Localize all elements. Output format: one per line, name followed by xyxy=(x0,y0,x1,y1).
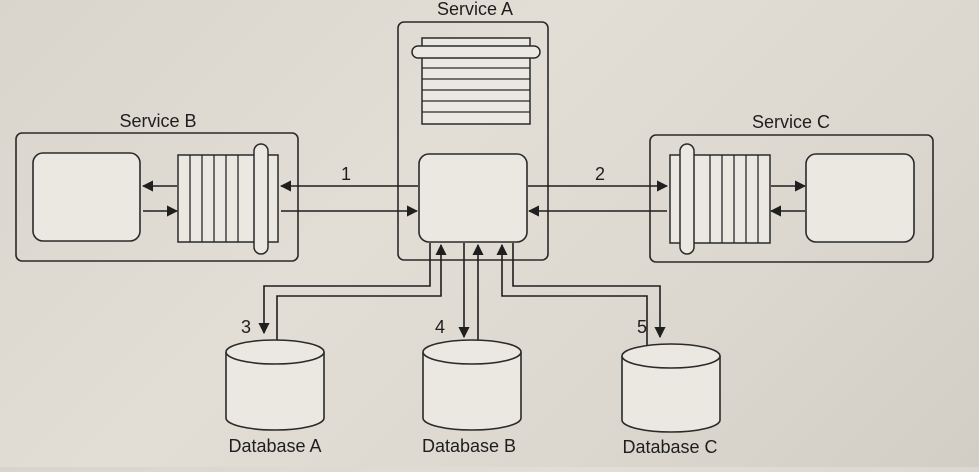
database-c-label: Database C xyxy=(622,437,717,457)
service-c-processor xyxy=(805,153,915,243)
connection-3: 3 xyxy=(241,243,447,340)
connection-3-label: 3 xyxy=(241,317,251,337)
database-c: Database C xyxy=(621,343,721,457)
service-b-processor xyxy=(32,152,141,242)
service-b-container xyxy=(15,132,299,262)
service-b: Service B xyxy=(15,111,299,262)
database-b-label: Database B xyxy=(422,436,516,456)
connection-1: 1 xyxy=(279,164,419,217)
connection-5-arrow-to-db xyxy=(512,243,666,339)
connection-2-label: 2 xyxy=(595,164,605,184)
service-c-container xyxy=(649,134,934,263)
service-b-queue xyxy=(177,143,279,255)
database-b: Database B xyxy=(422,339,522,456)
connection-5-label: 5 xyxy=(637,317,647,337)
connection-2: 2 xyxy=(527,164,669,217)
service-a-processor xyxy=(418,153,528,243)
service-a-container xyxy=(397,21,549,261)
service-a: Service A xyxy=(397,0,549,261)
connection-4: 4 xyxy=(435,243,484,340)
service-a-queue xyxy=(411,37,541,125)
connection-1-label: 1 xyxy=(341,164,351,184)
connection-5-arrow-to-a xyxy=(496,243,648,345)
database-a: Database A xyxy=(225,339,325,456)
connection-3-arrow-to-db xyxy=(258,243,431,335)
service-a-label: Service A xyxy=(437,0,513,19)
connection-4-label: 4 xyxy=(435,317,445,337)
service-c-label: Service C xyxy=(752,112,830,132)
database-a-label: Database A xyxy=(228,436,321,456)
connection-3-arrow-to-a xyxy=(276,243,447,340)
service-b-label: Service B xyxy=(119,111,196,131)
service-c: Service C xyxy=(649,112,934,263)
service-c-queue xyxy=(669,143,771,255)
connection-5: 5 xyxy=(496,243,666,345)
